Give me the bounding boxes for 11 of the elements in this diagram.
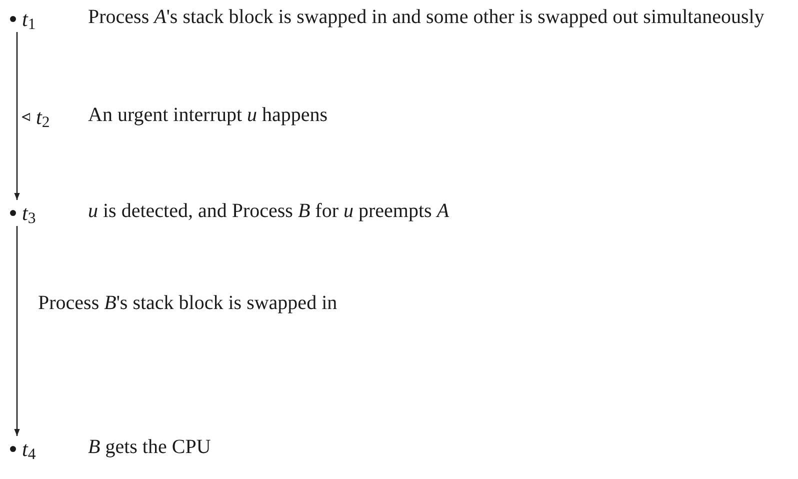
time-label: t$_{4}$: [22, 438, 36, 460]
arrow: [14, 32, 20, 200]
event-description: An urgent interrupt u happens: [88, 103, 329, 128]
event-description: Process B's stack block is swapped in: [38, 291, 338, 316]
arrow: [14, 226, 20, 436]
time-label: t$_{3}$: [22, 202, 36, 224]
time-label: t$_{1}$: [22, 8, 36, 30]
time-label: t$_{2}$: [36, 106, 50, 128]
event-description: B gets the CPU: [88, 435, 212, 460]
event-description: Process A's stack block is swapped in and some other is swapped out simultaneously: [88, 5, 766, 30]
event-description: u is detected, and Process B for u preempts A: [88, 199, 450, 224]
